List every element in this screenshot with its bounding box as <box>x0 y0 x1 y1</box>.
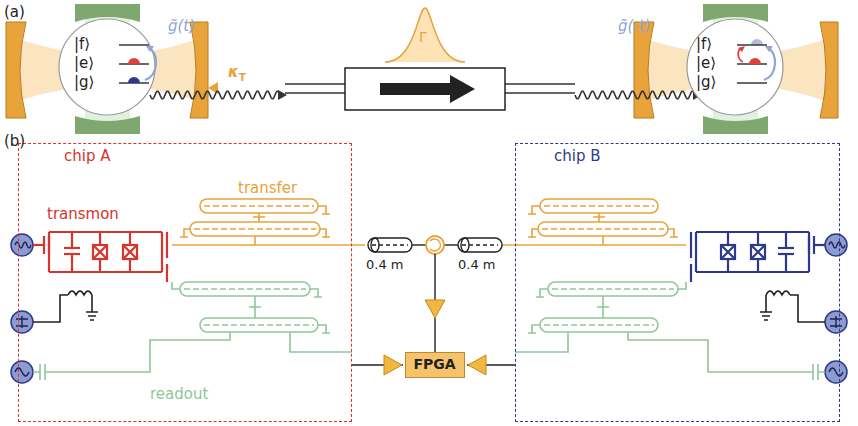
decay-label: κ <box>228 64 239 81</box>
signal-connector <box>352 355 403 375</box>
length-label: 0.4 m <box>366 258 403 272</box>
chip-name: chip A <box>64 148 110 165</box>
state-ket: |g⟩ <box>74 74 94 91</box>
gaussian-line <box>385 8 465 62</box>
flux-line <box>33 291 825 322</box>
part-name: transmon <box>47 206 119 223</box>
transmon-a <box>33 232 167 282</box>
chip-region: chip A <box>18 143 352 422</box>
photon-wave <box>575 91 694 99</box>
right-cavity <box>634 4 838 134</box>
coupling-label: g̃(t) <box>168 18 195 35</box>
state-ket: |f⟩ <box>74 36 90 53</box>
wave-head <box>278 90 287 100</box>
amplifier-symbol <box>425 300 445 318</box>
left-cavity <box>6 4 208 134</box>
drive-source <box>11 234 847 383</box>
decay-subscript: T <box>239 72 246 83</box>
panel-letter: (a) <box>4 4 25 21</box>
length-label: 0.4 m <box>458 258 495 272</box>
panel-letter: (b) <box>4 133 25 150</box>
atom-outline <box>57 17 157 117</box>
fpga-box: FPGA <box>405 352 465 378</box>
coupling-label: g̃(-t) <box>618 18 651 35</box>
transmon-b <box>691 232 825 282</box>
box-label: FPGA <box>414 357 456 372</box>
state-ket: |g⟩ <box>696 74 716 91</box>
chip-name: chip B <box>554 148 601 165</box>
state-ket: |e⟩ <box>74 55 94 72</box>
signal-connector <box>467 355 515 375</box>
photon-wave <box>150 91 279 99</box>
bandwidth-label: Γ <box>419 30 427 45</box>
atom-circle: |f⟩ |e⟩ |g⟩ <box>57 17 157 117</box>
state-ket: |f⟩ <box>696 36 712 53</box>
isolator-box <box>345 68 505 110</box>
atom-circle: |f⟩ |e⟩ |g⟩ <box>685 17 785 117</box>
part-name: transfer <box>238 180 297 197</box>
part-name: readout <box>150 386 208 403</box>
chip-region: chip B <box>515 143 840 422</box>
isolator-arrow <box>380 75 475 103</box>
cables-circulator <box>368 236 502 352</box>
state-ket: |e⟩ <box>696 55 716 72</box>
readout-resonators <box>33 282 825 380</box>
